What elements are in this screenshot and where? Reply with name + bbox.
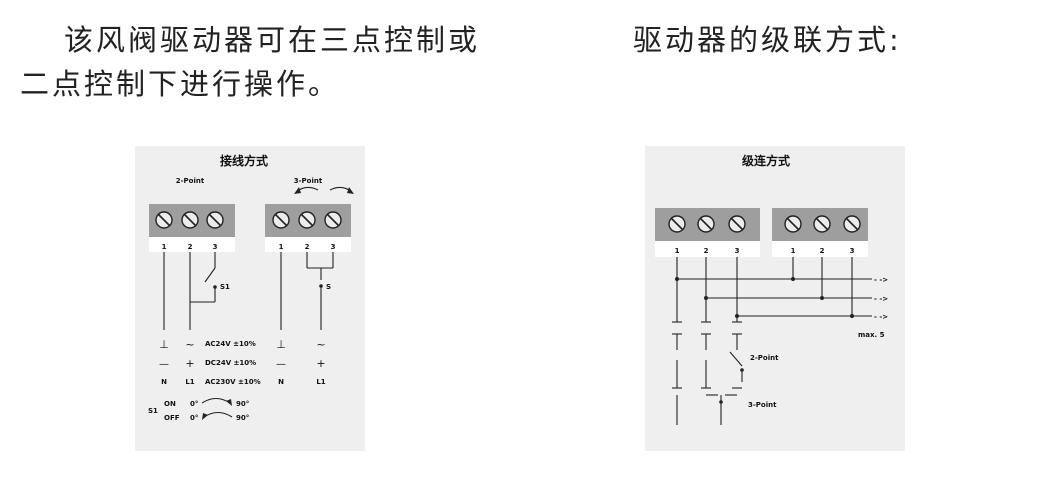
s1-off-label: OFF — [164, 414, 180, 422]
terminal-number: 1 — [279, 243, 284, 251]
terminal-number: 1 — [162, 243, 167, 251]
angle-end: 90° — [236, 400, 249, 408]
supply-ac230: AC230V ±10% — [205, 378, 261, 386]
s1-legend-label: S1 — [148, 407, 158, 415]
supply-dc24: DC24V ±10% — [205, 359, 256, 367]
terminal-number: 2 — [704, 247, 709, 255]
terminal-strip-b — [772, 241, 868, 257]
cascade-arrow: - -> — [874, 295, 888, 303]
arrowhead-icon — [226, 399, 232, 406]
cascade-arrow: - -> — [874, 276, 888, 284]
terminal-strip-2point — [149, 237, 235, 252]
minus-symbol: — — [276, 359, 286, 370]
terminal-number: 3 — [213, 243, 218, 251]
ac-symbol: ~ — [316, 338, 325, 351]
terminal-number: 3 — [735, 247, 740, 255]
cascade-max-label: max. 5 — [858, 331, 885, 339]
screw-icon — [155, 211, 342, 229]
s1-on-label: ON — [164, 400, 176, 408]
supply-ac24: AC24V ±10% — [205, 340, 256, 348]
terminal-number: 2 — [305, 243, 310, 251]
wire-l1: L1 — [316, 378, 325, 386]
cascade-title: 级连方式 — [742, 153, 790, 168]
intro-text-line2: 二点控制下进行操作。 — [20, 67, 341, 101]
cascade-heading: 驱动器的级联方式: — [633, 23, 902, 57]
wiring-label-2point: 2-Point — [176, 177, 205, 185]
wire-n: N — [161, 378, 167, 386]
switch-s1-label: S1 — [220, 283, 230, 291]
terminal-number: 2 — [188, 243, 193, 251]
plus-symbol: + — [185, 357, 194, 370]
arrowhead-icon — [202, 413, 208, 420]
wiring-label-3point: 3-Point — [294, 177, 323, 185]
wire-n: N — [278, 378, 284, 386]
terminal-strip-a — [655, 241, 760, 257]
arrowhead-right-icon — [347, 187, 354, 194]
angle-start: 0° — [190, 400, 198, 408]
terminal-number: 1 — [791, 247, 796, 255]
terminal-strip-3point — [265, 237, 351, 252]
terminal-number: 3 — [331, 243, 336, 251]
cascade-wires — [672, 257, 872, 425]
angle-end: 90° — [236, 414, 249, 422]
cascade-arrow: - -> — [874, 313, 888, 321]
screw-icon — [668, 215, 861, 233]
terminal-number: 3 — [850, 247, 855, 255]
cascade-label-2point: 2-Point — [750, 354, 779, 362]
terminal-number: 1 — [675, 247, 680, 255]
plus-symbol: + — [316, 357, 325, 370]
minus-symbol: — — [159, 359, 169, 370]
wiring-panel — [135, 146, 365, 451]
terminal-number: 2 — [820, 247, 825, 255]
intro-text-line1: 该风阀驱动器可在三点控制或 — [64, 23, 481, 57]
wiring-3point-lines — [280, 252, 334, 330]
ac-symbol: ~ — [185, 338, 194, 351]
ground-symbol: ⊥ — [276, 338, 286, 351]
cascade-label-3point: 3-Point — [748, 401, 777, 409]
arrowhead-left-icon — [294, 187, 301, 194]
wire-l1: L1 — [185, 378, 194, 386]
angle-start: 0° — [190, 414, 198, 422]
wiring-2point-lines — [163, 252, 217, 330]
wiring-title: 接线方式 — [220, 153, 268, 168]
switch-s-label: S — [326, 283, 331, 291]
ground-symbol: ⊥ — [159, 338, 169, 351]
